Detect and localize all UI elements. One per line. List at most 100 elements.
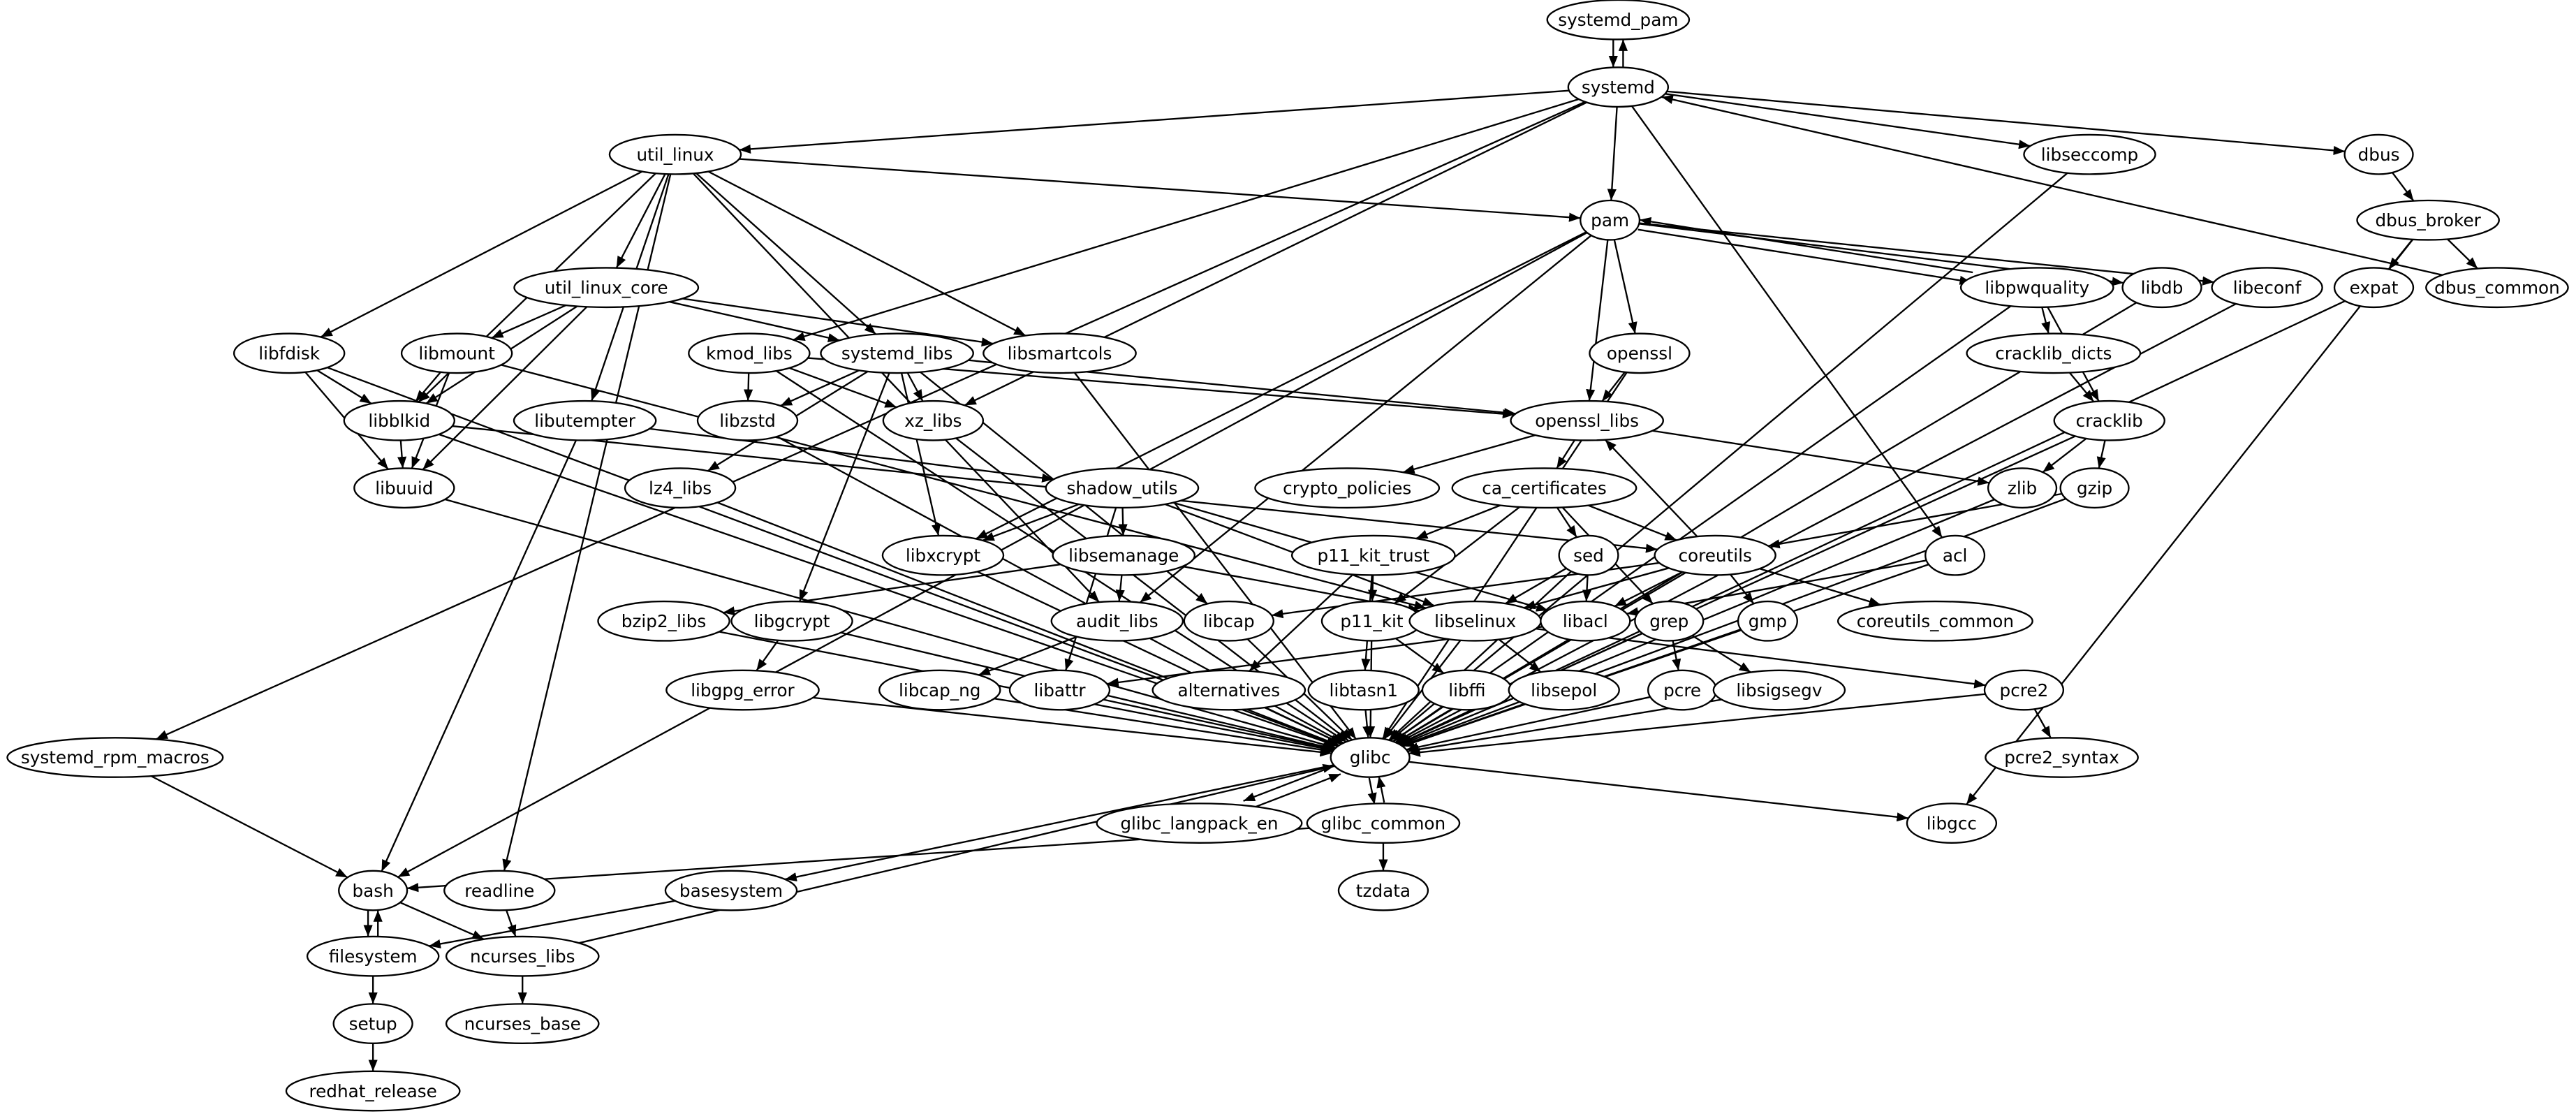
node-label: util_linux_core bbox=[545, 277, 668, 298]
edge-grep-to-pcre bbox=[1672, 640, 1681, 671]
node-label: p11_kit bbox=[1340, 611, 1404, 631]
edge-libgcrypt-to-libgpg_error bbox=[756, 640, 779, 671]
node-label: coreutils_common bbox=[1857, 611, 2014, 631]
node-tzdata: tzdata bbox=[1337, 870, 1429, 911]
node-ellipse bbox=[1254, 467, 1441, 509]
node-ellipse bbox=[2356, 199, 2500, 241]
node-label: bzip2_libs bbox=[621, 611, 706, 631]
node-libzstd: libzstd bbox=[696, 400, 799, 441]
node-xz_libs: xz_libs bbox=[882, 400, 985, 441]
node-systemd: systemd bbox=[1567, 66, 1670, 108]
node-label: libseccomp bbox=[2041, 145, 2138, 165]
edge-libpwquality-to-cracklib_dicts bbox=[2041, 307, 2051, 334]
node-ellipse bbox=[664, 870, 798, 911]
node-libffi: libffi bbox=[1421, 669, 1513, 711]
node-ellipse bbox=[233, 332, 346, 374]
node-label: libeconf bbox=[2233, 277, 2302, 298]
node-ellipse bbox=[597, 600, 730, 642]
node-label: glibc_langpack_en bbox=[1120, 813, 1278, 833]
node-label: pam bbox=[1591, 210, 1629, 230]
edge-libdb-to-glibc bbox=[1394, 302, 2137, 743]
node-ca_certificates: ca_certificates bbox=[1451, 467, 1637, 509]
node-libmount: libmount bbox=[400, 332, 513, 374]
node-label: redhat_release bbox=[309, 1081, 437, 1101]
edge-glibc-to-basesystem bbox=[785, 764, 1334, 882]
node-ellipse bbox=[2343, 133, 2414, 175]
node-libblkid: libblkid bbox=[343, 400, 456, 441]
node-pcre2_syntax: pcre2_syntax bbox=[1985, 737, 2139, 778]
edge-bash-to-ncurses_libs bbox=[399, 902, 485, 940]
node-label: systemd bbox=[1582, 77, 1655, 97]
node-ellipse bbox=[332, 1003, 413, 1045]
edge-util_linux-to-systemd_libs bbox=[695, 173, 877, 335]
node-label: libzstd bbox=[719, 411, 776, 431]
edge-systemd_libs-to-xz_libs bbox=[906, 372, 924, 402]
edge-p11_kit_trust-to-p11_kit bbox=[1368, 575, 1378, 602]
node-label: ncurses_base bbox=[464, 1013, 581, 1034]
edge-openssl-to-openssl_libs bbox=[1601, 372, 1626, 402]
edge-pam-to-openssl_libs bbox=[1586, 240, 1609, 402]
node-label: acl bbox=[1943, 545, 1968, 566]
node-acl: acl bbox=[1924, 534, 1986, 576]
node-label: sed bbox=[1573, 545, 1604, 566]
node-ellipse bbox=[285, 1070, 461, 1112]
node-label: setup bbox=[349, 1013, 397, 1034]
node-label: crypto_policies bbox=[1283, 478, 1411, 498]
node-coreutils_common: coreutils_common bbox=[1837, 600, 2033, 642]
node-ellipse bbox=[6, 737, 224, 778]
node-bzip2_libs: bzip2_libs bbox=[597, 600, 730, 642]
edge-util_linux-to-audit_libs bbox=[692, 173, 1100, 603]
node-ellipse bbox=[1959, 267, 2114, 309]
node-ellipse bbox=[513, 400, 657, 441]
node-label: pcre bbox=[1663, 680, 1701, 701]
node-libutempter: libutempter bbox=[513, 400, 657, 441]
node-ellipse bbox=[1654, 534, 1776, 576]
node-label: libblkid bbox=[368, 411, 430, 431]
node-label: libxcrypt bbox=[906, 545, 981, 566]
node-basesystem: basesystem bbox=[664, 870, 798, 911]
node-coreutils: coreutils bbox=[1654, 534, 1776, 576]
node-p11_kit_trust: p11_kit_trust bbox=[1290, 534, 1456, 576]
edge-libfdisk-to-libblkid bbox=[316, 369, 372, 404]
node-ellipse bbox=[2425, 267, 2569, 309]
edge-cracklib-to-gzip bbox=[2096, 440, 2106, 469]
node-ellipse bbox=[1985, 737, 2139, 778]
node-sed: sed bbox=[1558, 534, 1619, 576]
node-ellipse bbox=[882, 400, 985, 441]
edge-basesystem-to-filesystem bbox=[429, 900, 675, 948]
node-label: libgpg_error bbox=[691, 680, 795, 701]
node-label: libffi bbox=[1448, 680, 1485, 701]
edge-kmod_libs-to-libzstd bbox=[744, 372, 753, 402]
node-ellipse bbox=[624, 467, 737, 509]
node-ellipse bbox=[1634, 600, 1705, 642]
edge-util_linux-to-libfdisk bbox=[320, 170, 643, 338]
edge-shadow_utils-to-libsemanage bbox=[1118, 507, 1128, 536]
edge-shadow_utils-to-libxcrypt bbox=[982, 503, 1080, 541]
node-ellipse bbox=[1330, 737, 1411, 778]
edge-dbus_broker-to-libgcc bbox=[1966, 239, 2414, 805]
edge-systemd-to-kmod_libs bbox=[793, 98, 1580, 341]
edge-pam-to-audit_libs bbox=[1139, 235, 1592, 603]
node-label: libgcrypt bbox=[754, 611, 830, 631]
node-expat: expat bbox=[2333, 267, 2415, 309]
edge-libgpg_error-to-glibc bbox=[813, 696, 1332, 757]
edge-pcre2-to-pcre2_syntax bbox=[2033, 708, 2052, 739]
edge-coreutils-to-libacl bbox=[1614, 571, 1683, 608]
edge-glibc-to-libgcc bbox=[1408, 761, 1909, 822]
node-label: pcre2_syntax bbox=[2004, 747, 2119, 768]
node-shadow_utils: shadow_utils bbox=[1045, 467, 1200, 509]
edge-libblkid-to-libuuid bbox=[397, 440, 407, 469]
node-ellipse bbox=[1306, 802, 1461, 844]
node-label: libsigsegv bbox=[1736, 680, 1822, 701]
edge-libutempter-to-bash bbox=[381, 439, 577, 872]
node-ellipse bbox=[2023, 133, 2156, 175]
node-label: libacl bbox=[1563, 611, 1608, 631]
node-libgpg_error: libgpg_error bbox=[665, 669, 820, 711]
node-ellipse bbox=[1737, 600, 1798, 642]
node-crypto_policies: crypto_policies bbox=[1254, 467, 1441, 509]
node-ellipse bbox=[1558, 534, 1619, 576]
node-alternatives: alternatives bbox=[1151, 669, 1307, 711]
edge-libffi-to-glibc bbox=[1392, 705, 1444, 742]
edge-systemd-to-libseccomp bbox=[1665, 93, 2031, 149]
